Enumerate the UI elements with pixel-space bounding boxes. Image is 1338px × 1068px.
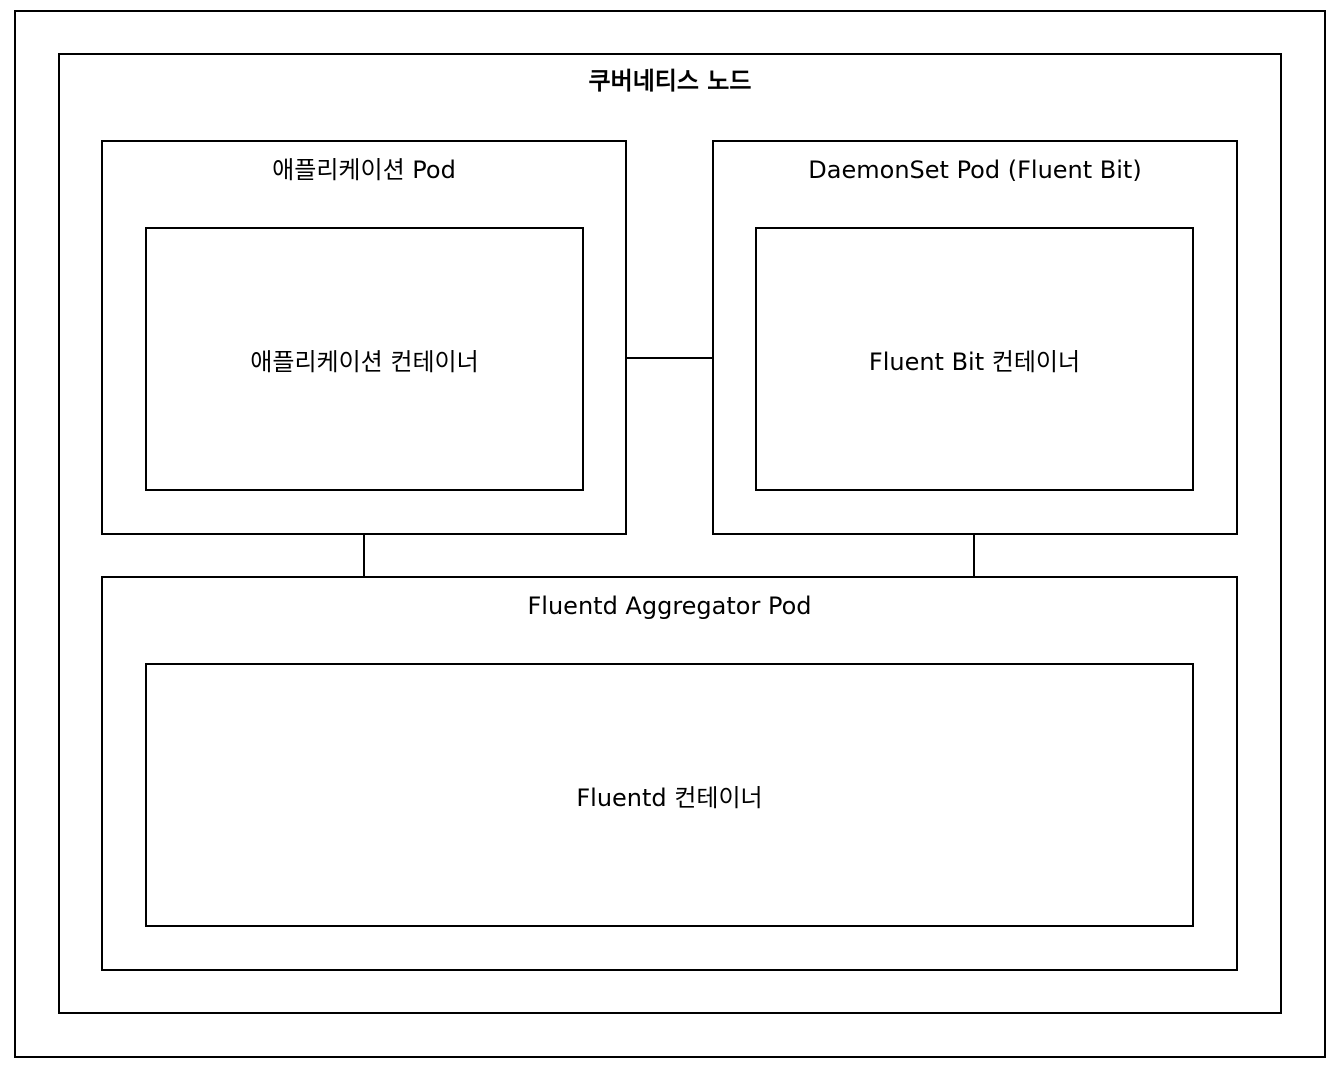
daemonset-pod-title: DaemonSet Pod (Fluent Bit) xyxy=(808,156,1142,184)
application-container: 애플리케이션 컨테이너 xyxy=(145,227,584,491)
fluentd-aggregator-pod-title: Fluentd Aggregator Pod xyxy=(527,592,812,620)
application-pod-title: 애플리케이션 Pod xyxy=(272,156,456,184)
node-title: 쿠버네티스 노드 xyxy=(588,67,752,95)
fluentd-container-label: Fluentd 컨테이너 xyxy=(576,783,763,812)
fluentd-container: Fluentd 컨테이너 xyxy=(145,663,1194,927)
connector-app-to-fluentbit xyxy=(626,357,757,359)
fluent-bit-container: Fluent Bit 컨테이너 xyxy=(755,227,1194,491)
application-container-label: 애플리케이션 컨테이너 xyxy=(250,347,479,376)
fluent-bit-container-label: Fluent Bit 컨테이너 xyxy=(868,347,1081,376)
